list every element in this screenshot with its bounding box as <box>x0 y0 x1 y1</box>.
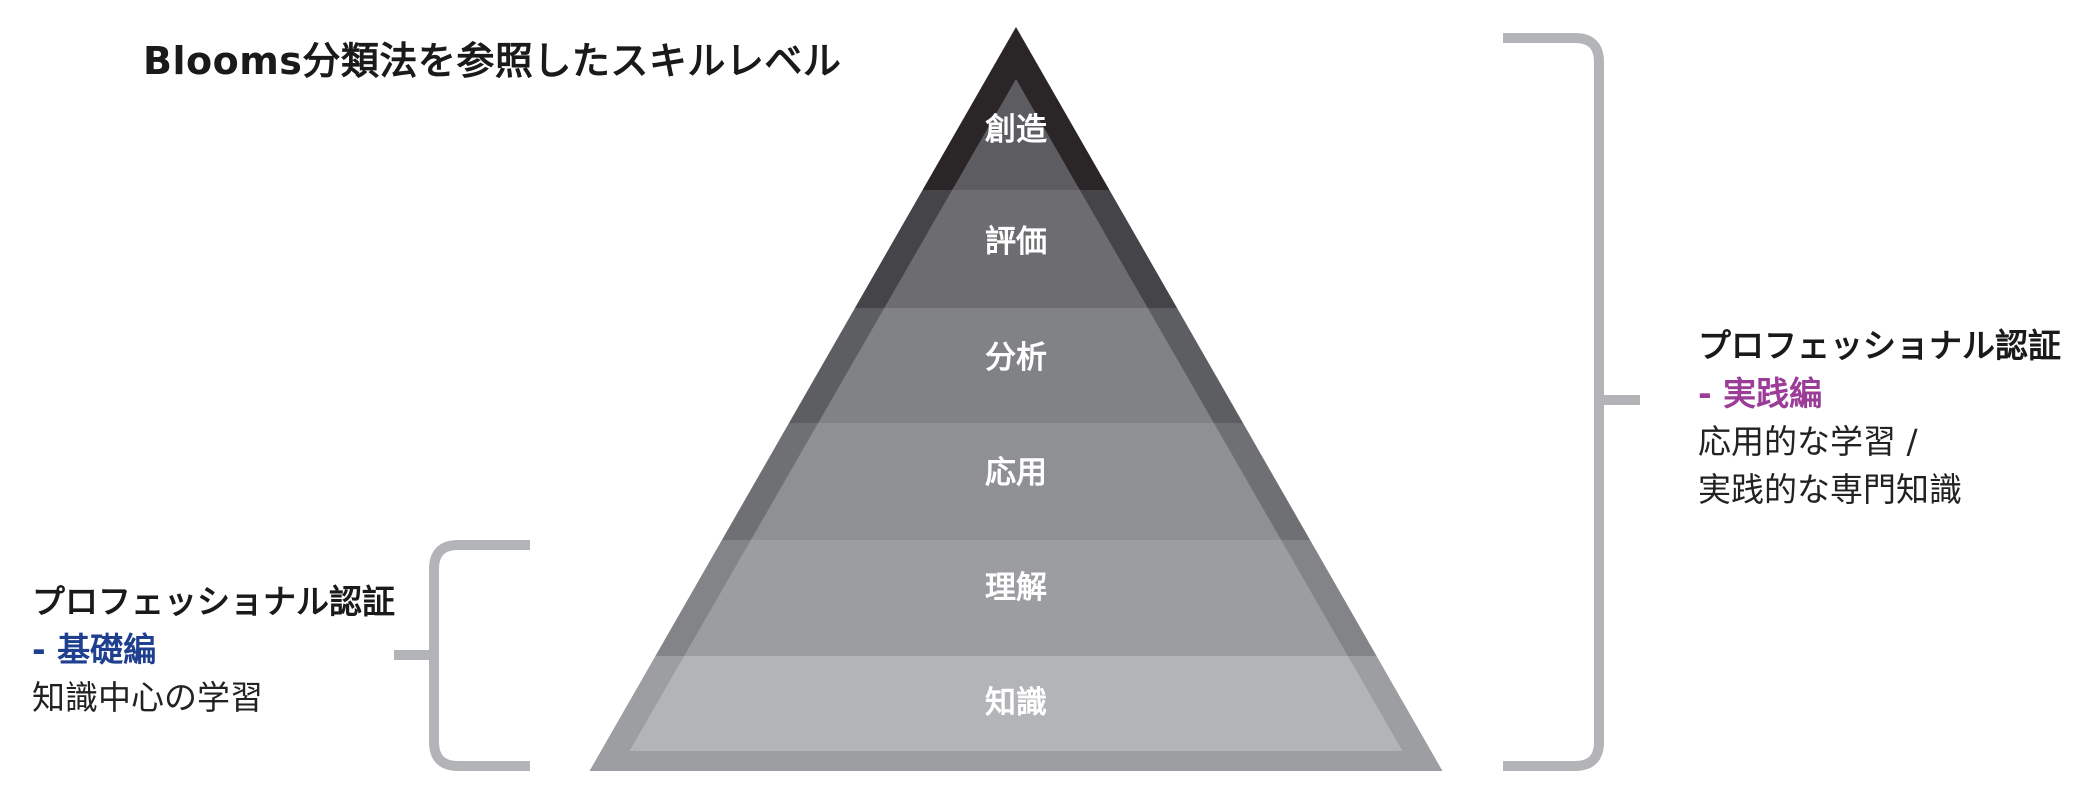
cert-practical-title: プロフェッショナル認証 <box>1698 326 2061 365</box>
cert-basic-subtitle: - 基礎編 <box>32 630 157 669</box>
pyramid-level-label-4: 応用 <box>985 455 1047 491</box>
cert-basic-desc-line-1: 知識中心の学習 <box>32 678 263 717</box>
pyramid-level-label-2: 評価 <box>985 224 1047 260</box>
pyramid-level-label-1: 創造 <box>985 112 1047 148</box>
diagram-title: Blooms分類法を参照したスキルレベル <box>143 39 842 83</box>
bracket-basic <box>394 540 530 771</box>
cert-practical-subtitle: - 実践編 <box>1698 374 1823 413</box>
pyramid-level-2 <box>884 190 1148 308</box>
pyramid-level-label-6: 知識 <box>985 685 1047 721</box>
bracket-practical <box>1503 33 1640 771</box>
cert-basic-title: プロフェッショナル認証 <box>32 582 395 621</box>
brackets <box>394 33 1640 771</box>
cert-practical: プロフェッショナル認証 - 実践編 応用的な学習 / 実践的な専門知識 <box>1698 322 2061 514</box>
cert-practical-desc-line-1: 応用的な学習 / <box>1698 422 1918 461</box>
pyramid-level-4 <box>750 423 1282 540</box>
pyramid-level-1 <box>952 79 1080 190</box>
cert-practical-desc-line-2: 実践的な専門知識 <box>1698 470 1962 509</box>
pyramid-level-3 <box>818 308 1214 423</box>
pyramid-level-5 <box>684 540 1348 656</box>
pyramid-level-6 <box>629 656 1403 751</box>
pyramid-level-label-3: 分析 <box>985 340 1047 376</box>
cert-basic: プロフェッショナル認証 - 基礎編 知識中心の学習 <box>32 578 395 722</box>
pyramid-level-label-5: 理解 <box>985 570 1047 606</box>
